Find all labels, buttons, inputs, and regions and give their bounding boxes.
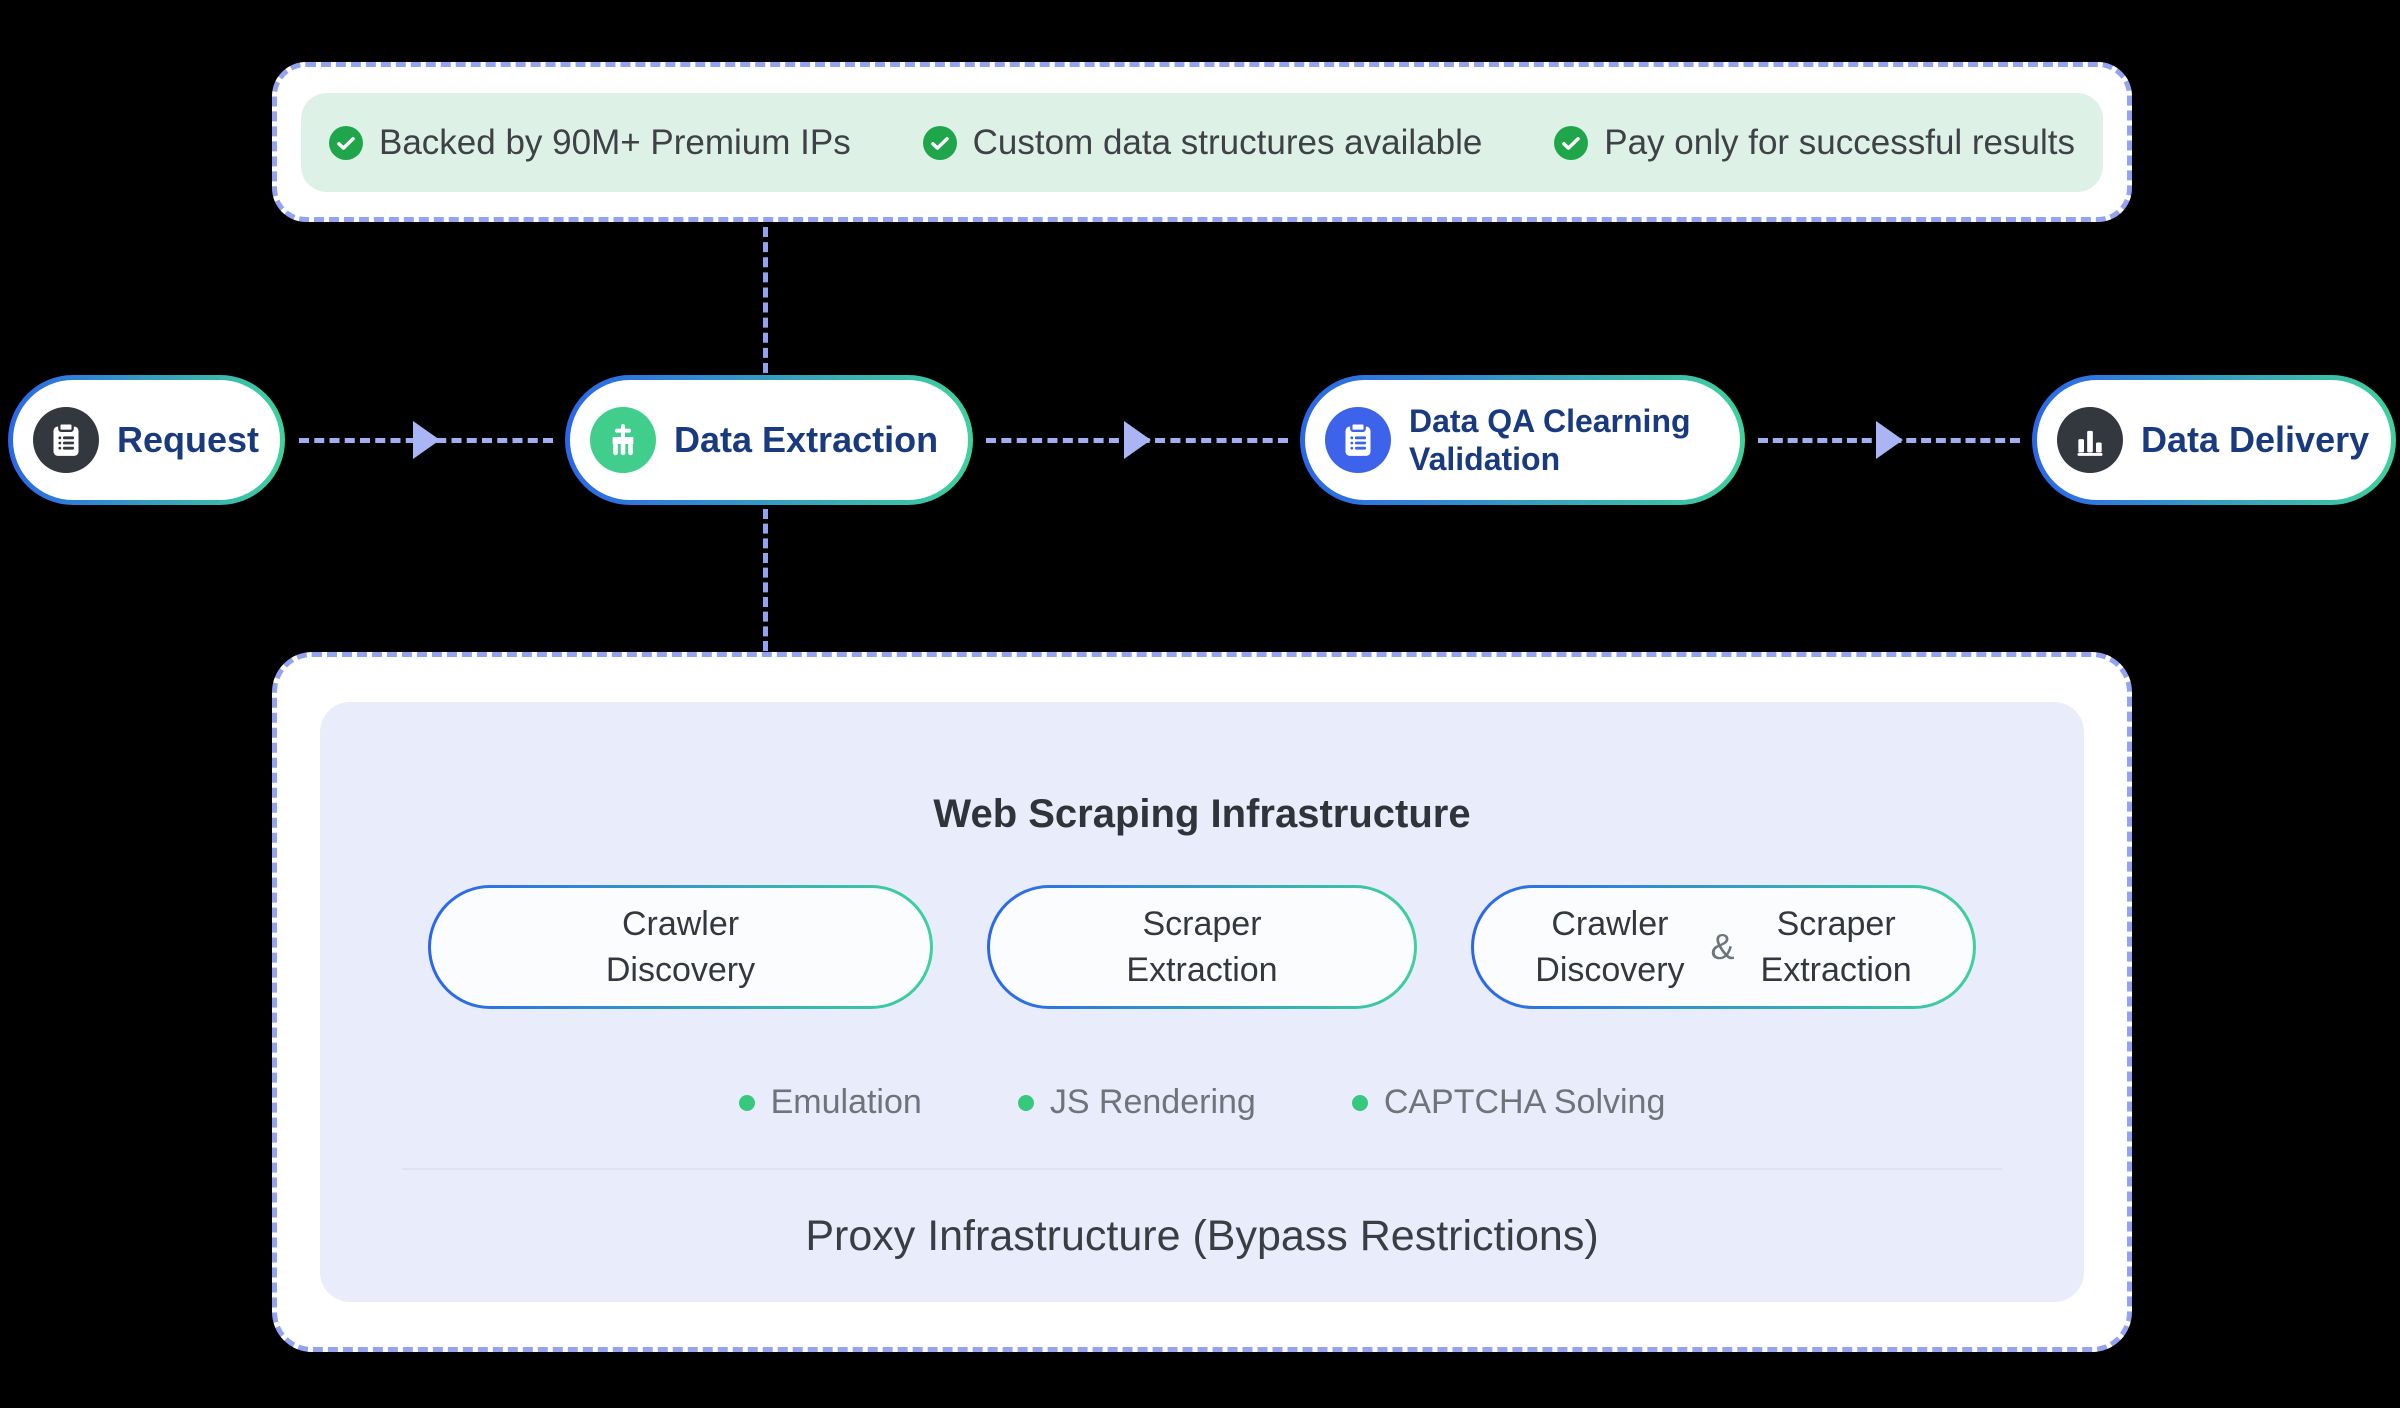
feature-label: Emulation [770,1083,922,1121]
check-icon [1554,125,1589,160]
connector-top-vertical [763,227,768,373]
feature-js-rendering: JS Rendering [1017,1083,1256,1122]
arrow-head-icon [1876,421,1903,459]
pill-crawler-discovery: Crawler Discovery [428,885,933,1009]
checklist-icon [1325,407,1391,473]
arrow-head-icon [413,421,440,459]
flow-step-label: Data Delivery [2141,419,2370,460]
bullet-dot-icon [1017,1094,1034,1111]
connector-bottom-vertical [763,509,768,651]
infrastructure-title: Web Scraping Infrastructure [933,792,1471,836]
flow-step-data-qa-validation: Data QA Clearning Validation [1300,375,1745,505]
pill-label-line2: Discovery [605,951,756,989]
arrow-head-icon [1124,421,1151,459]
flow-step-data-delivery-body: Data Delivery [2037,380,2391,500]
benefit-label: Backed by 90M+ Premium IPs [379,122,851,162]
pill-label-left: Crawler Discovery [1535,901,1684,993]
pill-label-right: Scraper Extraction [1761,901,1912,993]
flow-step-data-extraction: Data Extraction [565,375,973,505]
pill-label-line1: Scraper [1142,905,1262,943]
pill-label-line2: Discovery [1535,951,1685,989]
check-icon [329,125,363,160]
flow-step-label: Data Extraction [674,419,939,460]
bullet-dot-icon [738,1094,755,1111]
bar-chart-icon [2057,407,2123,473]
flow-step-label-line2: Validation [1409,441,1561,477]
flow-step-data-delivery: Data Delivery [2032,375,2396,505]
benefit-item-premium-ips: Backed by 90M+ Premium IPs [329,123,851,163]
benefits-box: Backed by 90M+ Premium IPs Custom data s… [272,62,2132,222]
flow-step-data-extraction-body: Data Extraction [570,380,968,500]
benefit-label: Pay only for successful results [1604,122,2075,162]
flow-step-label: Request [117,419,260,460]
pill-crawler-and-scraper: Crawler Discovery & Scraper Extraction [1471,885,1976,1009]
crawler-claw-icon [590,407,656,473]
proxy-infrastructure-label: Proxy Infrastructure (Bypass Restriction… [805,1212,1599,1260]
feature-captcha-solving: CAPTCHA Solving [1351,1083,1666,1122]
pill-label-line2: Extraction [1760,951,1912,989]
benefit-item-pay-success: Pay only for successful results [1554,123,2075,163]
infrastructure-panel: Web Scraping Infrastructure Crawler Disc… [320,702,2084,1302]
pill-label: Crawler Discovery [606,901,755,993]
flow-step-label: Data QA Clearning Validation [1409,402,1691,478]
pill-scraper-extraction: Scraper Extraction [987,885,1417,1009]
flow-step-data-qa-body: Data QA Clearning Validation [1305,380,1740,500]
pill-crawler-discovery-body: Crawler Discovery [431,888,930,1006]
infrastructure-pill-row: Crawler Discovery Scraper Extraction [428,885,1976,1009]
features-row: Emulation JS Rendering CAPTCHA Solving [738,1083,1666,1122]
flow-step-request: Request [8,375,285,505]
ampersand-separator: & [1710,926,1735,967]
flow-step-label-line1: Data QA Clearning [1409,403,1691,439]
pill-label-line2: Extraction [1126,951,1278,989]
pill-crawler-and-scraper-body: Crawler Discovery & Scraper Extraction [1474,888,1973,1006]
pill-label: Scraper Extraction [1126,901,1277,993]
check-icon [922,125,957,160]
benefits-band: Backed by 90M+ Premium IPs Custom data s… [301,93,2103,192]
divider-line [402,1168,2002,1170]
bullet-dot-icon [1351,1094,1368,1111]
infrastructure-box: Web Scraping Infrastructure Crawler Disc… [272,652,2132,1352]
feature-label: JS Rendering [1049,1083,1256,1121]
clipboard-icon [33,407,99,473]
pill-label-line1: Crawler [1551,905,1669,943]
feature-emulation: Emulation [738,1083,922,1122]
pill-label-line1: Crawler [621,905,740,943]
flow-step-request-body: Request [13,380,280,500]
benefit-item-custom-structures: Custom data structures available [922,122,1483,163]
feature-label: CAPTCHA Solving [1383,1083,1666,1121]
pill-scraper-extraction-body: Scraper Extraction [990,888,1414,1006]
benefit-label: Custom data structures available [972,122,1483,162]
pill-label-line1: Scraper [1776,905,1896,943]
